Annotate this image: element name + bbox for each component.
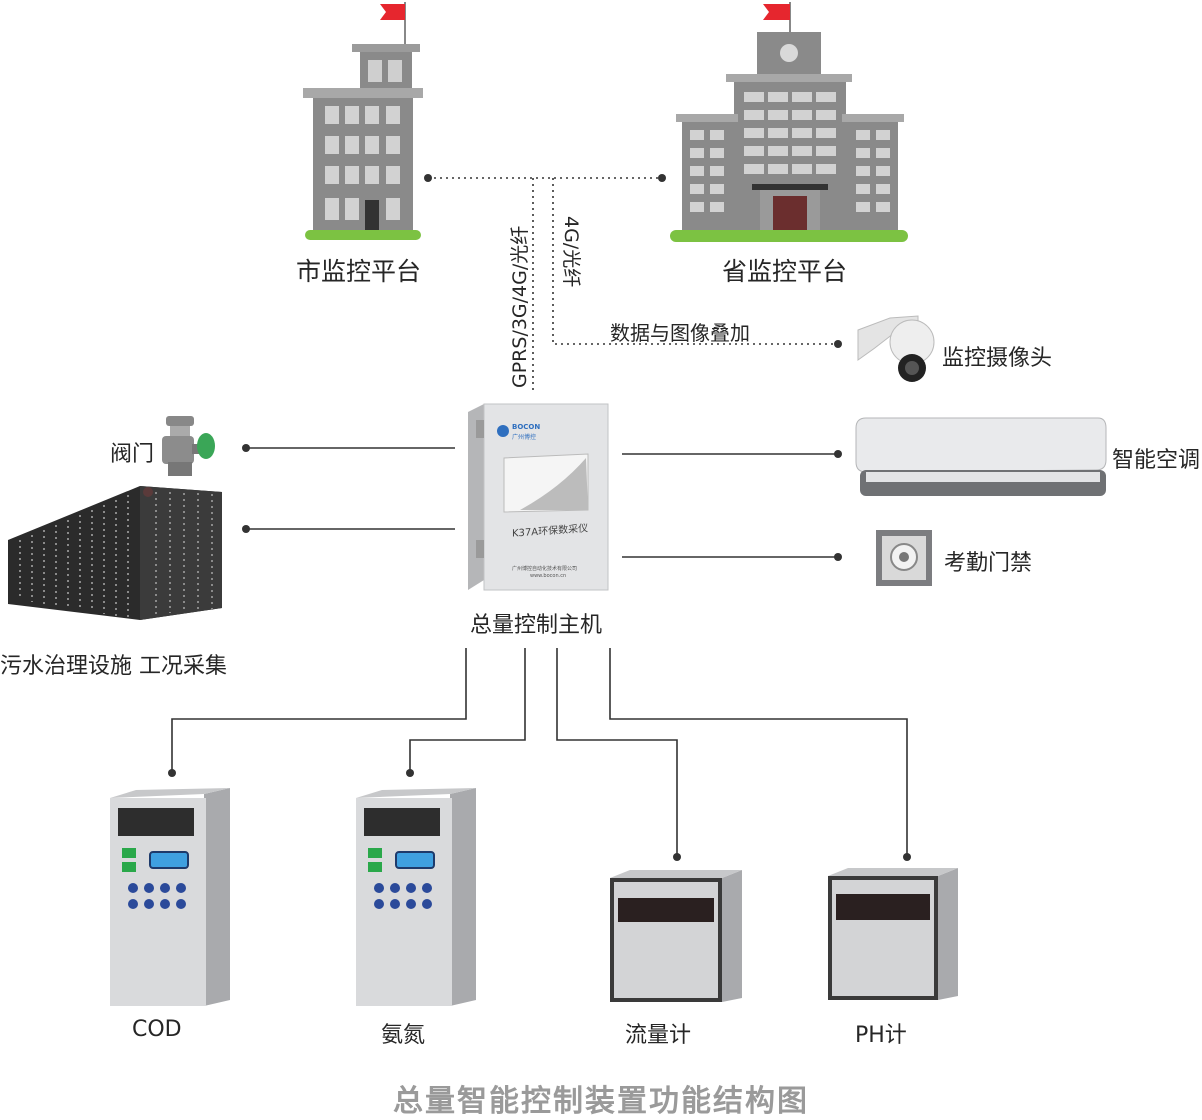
flow-link	[556, 648, 678, 857]
cod-label: COD	[132, 1017, 182, 1042]
valve-icon	[162, 416, 215, 476]
host-device-icon	[468, 403, 609, 591]
connector-dots	[168, 174, 911, 861]
valve-label: 阀门	[110, 442, 155, 467]
ph-label: PH计	[855, 1023, 907, 1048]
ammonia-label: 氨氮	[381, 1023, 426, 1048]
province-building-icon	[670, 2, 908, 242]
cod-cabinet-icon	[110, 788, 230, 1006]
diagram-title: 总量智能控制装置功能结构图	[393, 1084, 809, 1119]
ph-link	[609, 648, 908, 857]
access-control-label: 考勤门禁	[944, 551, 1033, 576]
camera-link-line	[552, 178, 838, 345]
flowmeter-box-icon	[610, 870, 742, 1002]
cod-link	[171, 648, 467, 773]
ph-box-icon	[828, 868, 958, 1000]
camera-label: 监控摄像头	[942, 346, 1053, 371]
flowmeter-label: 流量计	[625, 1023, 692, 1048]
device-url: www.bocon.cn	[530, 573, 567, 579]
city-building-icon	[303, 2, 423, 240]
camera-icon	[857, 315, 935, 382]
air-conditioner-label: 智能空调	[1112, 448, 1201, 473]
uplink-province-label: 4G/光纤	[560, 216, 582, 288]
treatment-label: 污水治理设施 工况采集	[0, 654, 227, 679]
camera-link-label: 数据与图像叠加	[610, 321, 750, 345]
device-brand-cn: 广州博控	[512, 434, 537, 441]
access-control-icon	[876, 530, 932, 586]
treatment-rack-icon	[8, 486, 222, 620]
city-platform-label: 市监控平台	[296, 257, 422, 286]
province-platform-label: 省监控平台	[722, 257, 848, 286]
uplink-city-label: GPRS/3G/4G/光纤	[509, 225, 531, 388]
device-company: 广州博控自动化技术有限公司	[512, 566, 578, 572]
ammonia-cabinet-icon	[356, 788, 476, 1006]
air-conditioner-icon	[855, 417, 1107, 496]
ammonia-link	[409, 648, 526, 773]
device-brand: BOCON	[512, 423, 541, 431]
connectors	[171, 177, 908, 857]
host-label: 总量控制主机	[470, 613, 603, 638]
